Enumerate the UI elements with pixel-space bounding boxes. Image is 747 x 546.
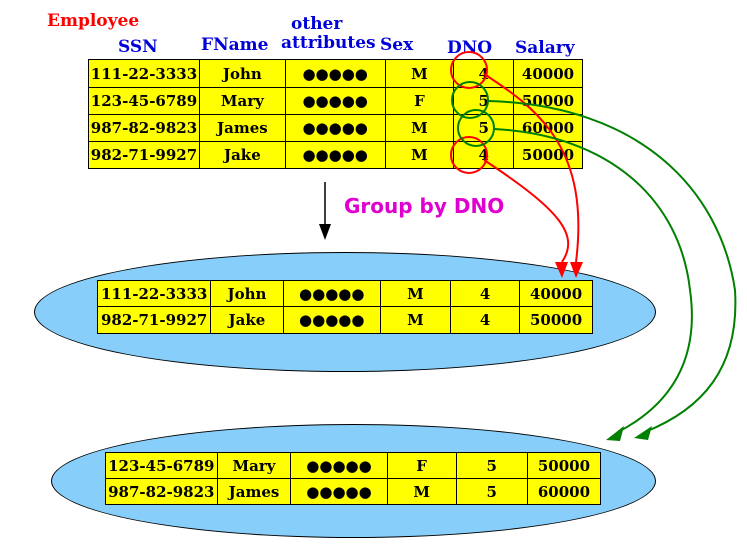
ssn-cell: 987-82-9823 [105,478,218,505]
other-cell: ●●●●● [282,306,381,334]
sex-cell: M [379,280,451,307]
dno5-arrow [493,128,693,433]
ssn-cell: 123-45-6789 [105,452,218,479]
sex-cell: M [386,478,457,505]
table-row: 111-22-3333 John ●●●●● M 4 40000 [88,59,583,88]
salary-cell: 50000 [526,452,602,479]
dno5-marker-circle [457,109,495,147]
sex-cell: F [386,452,457,479]
dno-cell: 5 [455,452,528,479]
table-row: 123-45-6789 Mary ●●●●● F 5 50000 [105,452,602,479]
dno5-arrow-head [634,426,652,440]
dno4-marker-circle [450,136,488,174]
group-dno-4-table: 111-22-3333 John ●●●●● M 4 40000 982-71-… [96,280,593,334]
dno4-arrow [483,159,570,263]
dno4-arrow-head [570,262,583,278]
header-ssn: SSN [118,37,158,57]
salary-cell: 60000 [526,478,602,505]
fname-cell: James [216,478,292,505]
employee-table: 111-22-3333 John ●●●●● M 4 40000 123-45-… [88,59,583,169]
down-arrow-head [319,224,331,240]
fname-cell: Mary [198,87,286,115]
other-cell: ●●●●● [282,280,381,307]
salary-cell: 40000 [519,280,593,307]
dno4-arrow-head [555,262,568,278]
header-fname: FName [201,35,269,55]
fname-cell: Mary [216,452,292,479]
ssn-cell: 111-22-3333 [88,59,200,88]
table-title: Employee [47,11,140,31]
sex-cell: F [384,87,455,115]
other-cell: ●●●●● [284,87,386,115]
other-cell: ●●●●● [290,478,388,505]
other-cell: ●●●●● [290,452,388,479]
group-by-label: Group by DNO [344,194,505,218]
sex-cell: M [384,141,455,169]
dno4-marker-circle [450,51,488,89]
dno-cell: 4 [449,306,521,334]
header-other-line2: attributes [281,33,376,53]
dno-cell: 4 [449,280,521,307]
fname-cell: James [198,114,286,142]
dno5-arrow-head [606,426,624,441]
table-row: 982-71-9927 Jake ●●●●● M 4 50000 [88,141,583,169]
header-sex: Sex [380,35,414,55]
other-cell: ●●●●● [284,141,386,169]
ssn-cell: 987-82-9823 [88,114,200,142]
ssn-cell: 123-45-6789 [88,87,200,115]
table-row: 987-82-9823 James ●●●●● M 5 60000 [105,478,602,505]
sex-cell: M [379,306,451,334]
table-row: 982-71-9927 Jake ●●●●● M 4 50000 [96,306,593,334]
other-cell: ●●●●● [284,114,386,142]
salary-cell: 50000 [513,141,583,169]
header-dno: DNO [447,38,493,58]
dno-cell: 5 [455,478,528,505]
header-other-line1: other [291,14,343,34]
fname-cell: Jake [198,141,286,169]
ssn-cell: 982-71-9927 [96,306,212,334]
sex-cell: M [384,59,455,88]
dno5-marker-circle [451,81,489,119]
salary-cell: 50000 [519,306,593,334]
header-salary: Salary [515,38,575,58]
dno5-arrow [487,100,737,433]
other-cell: ●●●●● [284,59,386,88]
ssn-cell: 982-71-9927 [88,141,200,169]
group-dno-5-table: 123-45-6789 Mary ●●●●● F 5 50000 987-82-… [105,452,602,505]
ssn-cell: 111-22-3333 [96,280,212,307]
